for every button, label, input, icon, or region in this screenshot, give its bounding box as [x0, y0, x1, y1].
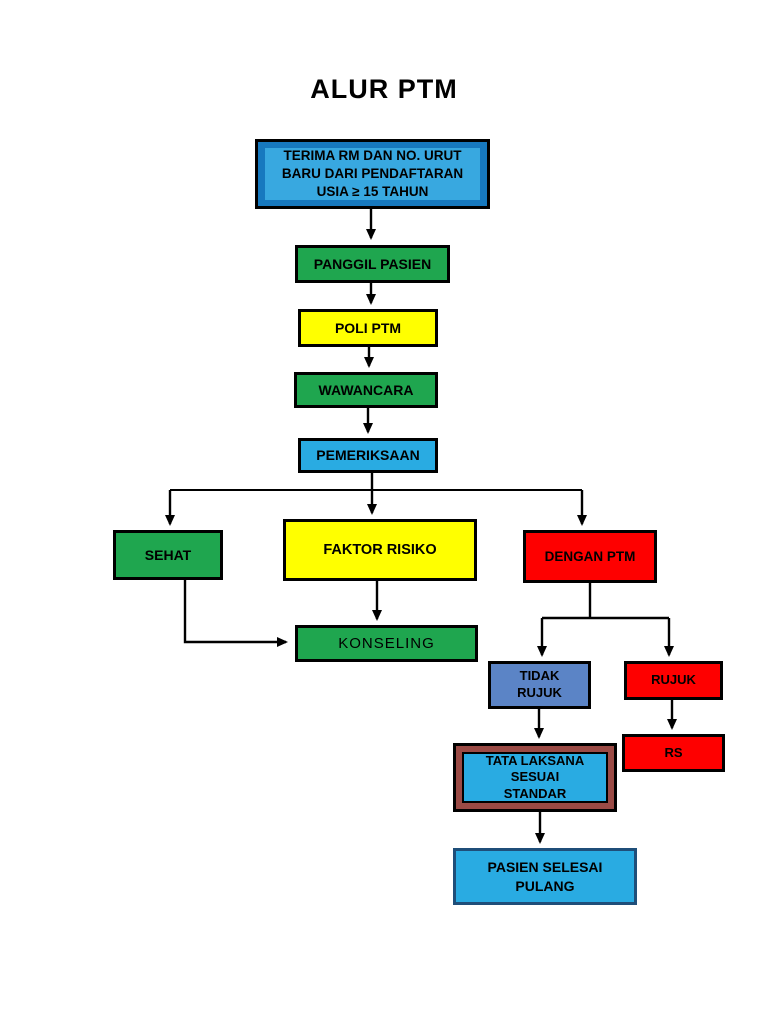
node-wawancara: WAWANCARA [294, 372, 438, 408]
node-terima-rm-inner: TERIMA RM DAN NO. URUT BARU DARI PENDAFT… [265, 148, 480, 200]
node-pasien-selesai: PASIEN SELESAI PULANG [453, 848, 637, 905]
node-tidak-rujuk-label: TIDAK RUJUK [517, 668, 562, 700]
node-tidak-rujuk: TIDAK RUJUK [488, 661, 591, 709]
node-pemeriksaan: PEMERIKSAAN [298, 438, 438, 473]
node-rs-label: RS [664, 744, 683, 760]
node-panggil-pasien: PANGGIL PASIEN [295, 245, 450, 283]
node-tata-laksana: TATA LAKSANA SESUAI STANDAR [453, 743, 617, 812]
node-terima-rm-label: TERIMA RM DAN NO. URUT BARU DARI PENDAFT… [281, 147, 464, 200]
node-sehat-label: SEHAT [144, 546, 192, 563]
node-wawancara-label: WAWANCARA [318, 381, 414, 398]
node-pasien-selesai-label: PASIEN SELESAI PULANG [487, 859, 603, 894]
node-pemeriksaan-label: PEMERIKSAAN [316, 447, 420, 464]
node-tata-laksana-label: TATA LAKSANA SESUAI STANDAR [485, 753, 585, 801]
node-dengan-ptm-label: DENGAN PTM [544, 548, 636, 564]
node-sehat: SEHAT [113, 530, 223, 580]
node-konseling-label: KONSELING [338, 634, 435, 652]
page-title: ALUR PTM [310, 74, 458, 104]
node-rujuk-label: RUJUK [651, 672, 696, 688]
node-poli-ptm-label: POLI PTM [334, 319, 402, 336]
node-rujuk: RUJUK [624, 661, 723, 700]
node-terima-rm: TERIMA RM DAN NO. URUT BARU DARI PENDAFT… [255, 139, 490, 209]
node-konseling: KONSELING [295, 625, 478, 662]
node-dengan-ptm: DENGAN PTM [523, 530, 657, 583]
node-tata-laksana-inner: TATA LAKSANA SESUAI STANDAR [462, 752, 608, 803]
node-faktor-risiko: FAKTOR RISIKO [283, 519, 477, 581]
node-rs: RS [622, 734, 725, 772]
node-poli-ptm: POLI PTM [298, 309, 438, 347]
node-faktor-risiko-label: FAKTOR RISIKO [323, 541, 437, 558]
node-panggil-pasien-label: PANGGIL PASIEN [313, 255, 432, 272]
